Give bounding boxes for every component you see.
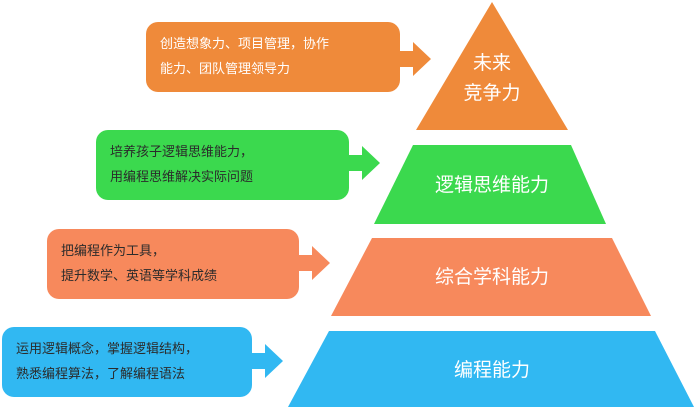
tier-future-line1: 未来: [472, 52, 511, 74]
callout-coding-arrow-icon: [251, 344, 283, 378]
callout-future-line2: 能力、团队管理领导力: [160, 62, 291, 77]
callout-logic-line1: 培养孩子逻辑思维能力，: [110, 145, 254, 160]
callout-logic: 培养孩子逻辑思维能力， 用编程思维解决实际问题: [96, 130, 349, 200]
callout-comprehensive-line1: 把编程作为工具，: [61, 244, 166, 259]
callout-future-line1: 创造想象力、项目管理，协作: [160, 37, 330, 52]
tier-label-logic: 逻辑思维能力: [434, 174, 549, 196]
tier-label-comprehensive: 综合学科能力: [434, 266, 549, 288]
callout-comprehensive-arrow-icon: [298, 246, 330, 280]
callout-comprehensive-line2: 提升数学、英语等学科成绩: [61, 269, 218, 284]
pyramid-tier-coding: [288, 331, 694, 407]
pyramid-tier-comprehensive: [331, 238, 651, 316]
tier-label-coding: 编程能力: [453, 359, 530, 381]
callout-logic-arrow-icon: [348, 146, 380, 180]
callout-future-arrow-icon: [399, 42, 431, 76]
callout-logic-line2: 用编程思维解决实际问题: [110, 170, 254, 185]
callout-coding-line1: 运用逻辑概念，掌握逻辑结构，: [16, 342, 199, 357]
tier-future-line2: 竞争力: [463, 82, 521, 104]
callout-coding-line2: 熟悉编程算法，了解编程语法: [16, 367, 186, 382]
callout-coding: 运用逻辑概念，掌握逻辑结构， 熟悉编程算法，了解编程语法: [2, 327, 252, 397]
pyramid-tier-logic: [374, 145, 606, 224]
pyramid-tier-future: [416, 2, 568, 130]
callout-comprehensive: 把编程作为工具， 提升数学、英语等学科成绩: [47, 229, 299, 299]
callout-future: 创造想象力、项目管理，协作 能力、团队管理领导力: [146, 22, 400, 92]
tier-label-future: 未来 竞争力: [442, 48, 542, 108]
